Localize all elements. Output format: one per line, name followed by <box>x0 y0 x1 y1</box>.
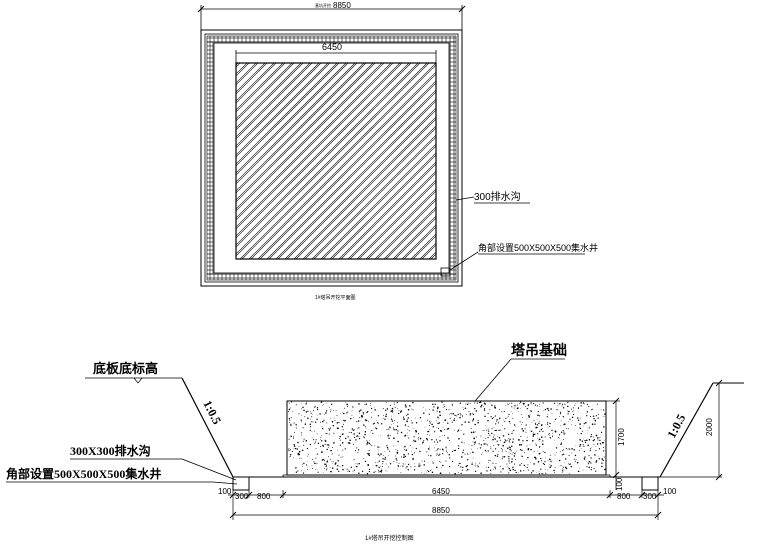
dim-100-mid: 100 <box>615 477 624 491</box>
dim-8850: 8850 <box>432 506 450 515</box>
section-right-slope <box>659 382 714 478</box>
dim-1700: 1700 <box>617 428 626 446</box>
plan-outer-dim-text: 8850 <box>333 1 351 10</box>
section-foundation <box>286 400 607 476</box>
section-slope-right: 1:0.5 <box>664 412 688 441</box>
section-foundation-label: 塔吊基础 <box>511 342 567 359</box>
dim-800-right: 800 <box>617 492 631 501</box>
plan-inner-dim-text: 6450 <box>322 42 342 52</box>
dim-300-left: 300 <box>235 492 249 501</box>
plan-foundation-hatch <box>236 63 436 259</box>
section-view: 塔吊基础 底板底标高 1:0.5 1:0.5 300X300排水沟 角部设置50… <box>6 342 744 542</box>
section-slab-elev-label: 底板底标高 <box>93 361 158 376</box>
plan-foundation <box>235 62 437 260</box>
section-left-slope <box>181 377 234 478</box>
plan-caption: 1#塔吊开挖平面图 <box>315 294 356 301</box>
dim-2000: 2000 <box>705 418 714 436</box>
section-right-drain <box>641 476 659 491</box>
plan-drain-ring <box>204 33 459 283</box>
plan-drain-label: 300排水沟 <box>474 190 521 203</box>
section-caption: 1#塔吊开挖控制图 <box>365 534 414 542</box>
dim-100-left: 100 <box>218 487 232 496</box>
plan-sump-label: 角部设置500X500X500集水井 <box>478 242 598 253</box>
plan-sump-pit <box>440 267 451 277</box>
dim-100-right: 100 <box>663 487 677 496</box>
section-drain-label: 300X300排水沟 <box>70 443 151 458</box>
section-slope-left: 1:0.5 <box>200 398 224 427</box>
dim-6450: 6450 <box>432 487 450 496</box>
dim-800-left: 800 <box>257 492 271 501</box>
dim-300-right: 300 <box>643 492 657 501</box>
section-sump-label: 角部设置500X500X500集水井 <box>6 466 161 481</box>
plan-outer-boundary <box>200 29 463 287</box>
plan-view: 基坑开挖 8850 6450 300排水沟 角部设置500X500X500集水井… <box>197 1 598 301</box>
plan-outer-dim-prefix: 基坑开挖 <box>315 2 331 8</box>
section-concrete-speckle <box>287 401 606 475</box>
